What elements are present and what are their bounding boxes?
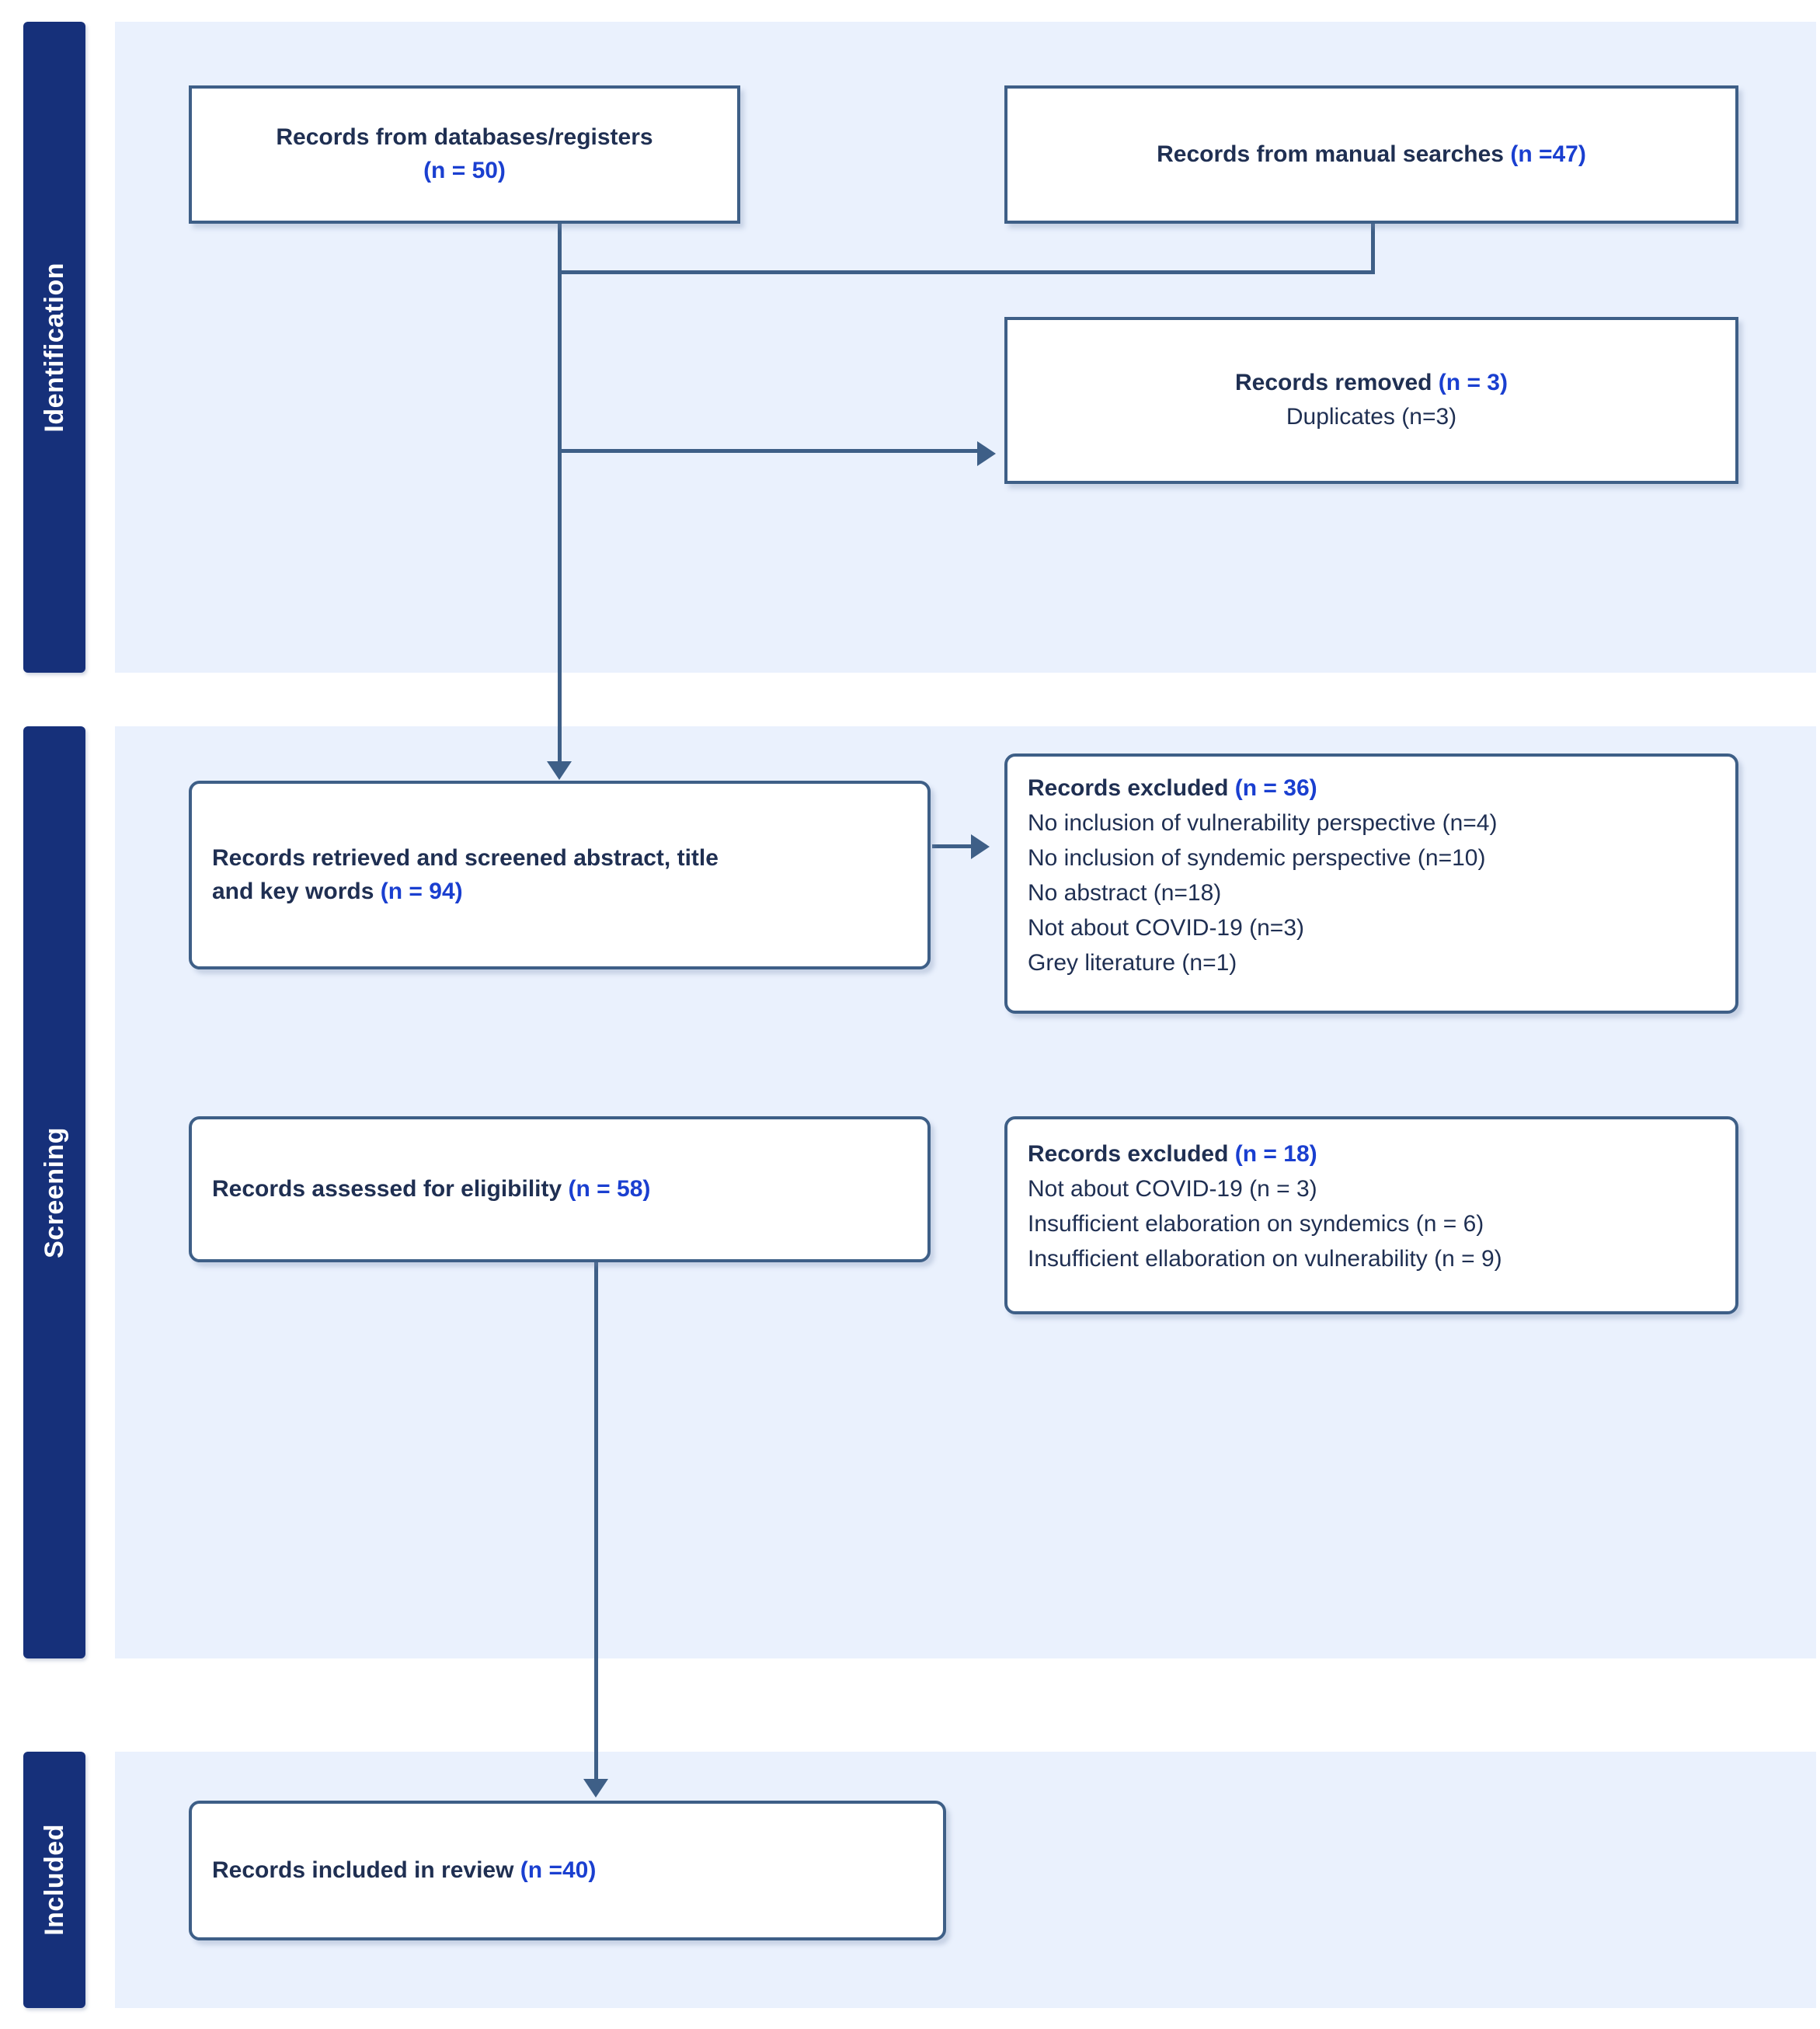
box-records-screened-line1: Records retrieved and screened abstract,… (212, 844, 719, 871)
box-records-removed-duplicates: Duplicates (n=3) (1286, 404, 1457, 430)
box-records-excluded-screening-reason-5: Grey literature (n=1) (1028, 950, 1237, 976)
box-records-excluded-eligibility-reason-3: Insufficient ellaboration on vulnerabili… (1028, 1246, 1502, 1272)
box-records-from-databases[interactable]: Records from databases/registers (n = 50… (189, 85, 740, 224)
connector-databases-trunk (558, 224, 562, 775)
box-records-excluded-screening[interactable]: Records excluded (n = 36) No inclusion o… (1004, 753, 1738, 1014)
connector-manual-join (558, 270, 1375, 274)
connector-screened-excluded (932, 844, 987, 848)
box-records-excluded-screening-head: Records excluded (n = 36) (1028, 775, 1317, 801)
box-records-from-manual-searches[interactable]: Records from manual searches (n =47) (1004, 85, 1738, 224)
box-records-excluded-screening-reason-2: No inclusion of syndemic perspective (n=… (1028, 845, 1486, 871)
box-records-from-databases-count: (n = 50) (423, 158, 506, 183)
box-records-included-in-review-text: Records included in review (n =40) (212, 1857, 597, 1883)
box-records-included-in-review[interactable]: Records included in review (n =40) (189, 1801, 946, 1940)
connector-eligibility-included (594, 1262, 598, 1791)
arrow-eligibility-included (583, 1779, 608, 1798)
box-records-excluded-screening-reason-3: No abstract (n=18) (1028, 880, 1222, 906)
box-records-screened-line2: and key words (n = 94) (212, 878, 463, 904)
arrow-databases-screened (547, 761, 572, 780)
box-records-excluded-screening-reason-1: No inclusion of vulnerability perspectiv… (1028, 810, 1498, 836)
box-records-from-manual-searches-text: Records from manual searches (n =47) (1157, 141, 1586, 167)
box-records-excluded-eligibility-reason-2: Insufficient elaboration on syndemics (n… (1028, 1211, 1484, 1237)
box-records-excluded-eligibility-head: Records excluded (n = 18) (1028, 1141, 1317, 1167)
box-records-assessed-eligibility[interactable]: Records assessed for eligibility (n = 58… (189, 1116, 931, 1262)
stage-label-identification: Identification (39, 262, 69, 433)
box-records-excluded-eligibility-reason-1: Not about COVID-19 (n = 3) (1028, 1176, 1317, 1202)
box-records-assessed-eligibility-text: Records assessed for eligibility (n = 58… (212, 1175, 651, 1202)
stage-bar-included: Included (23, 1752, 85, 2008)
box-records-removed-head: Records removed (n = 3) (1235, 369, 1508, 395)
arrow-screened-excluded (971, 834, 990, 859)
connector-trunk-removed (558, 449, 977, 453)
box-records-removed[interactable]: Records removed (n = 3) Duplicates (n=3) (1004, 317, 1738, 484)
stage-bar-screening: Screening (23, 726, 85, 1658)
stage-bar-identification: Identification (23, 22, 85, 673)
arrow-trunk-removed (977, 441, 996, 466)
box-records-excluded-eligibility[interactable]: Records excluded (n = 18) Not about COVI… (1004, 1116, 1738, 1314)
box-records-from-databases-line1: Records from databases/registers (276, 124, 653, 151)
connector-manual-drop (1371, 224, 1375, 272)
box-records-excluded-screening-reason-4: Not about COVID-19 (n=3) (1028, 915, 1305, 941)
stage-label-included: Included (39, 1824, 69, 1936)
stage-label-screening: Screening (39, 1126, 69, 1258)
box-records-screened[interactable]: Records retrieved and screened abstract,… (189, 781, 931, 969)
